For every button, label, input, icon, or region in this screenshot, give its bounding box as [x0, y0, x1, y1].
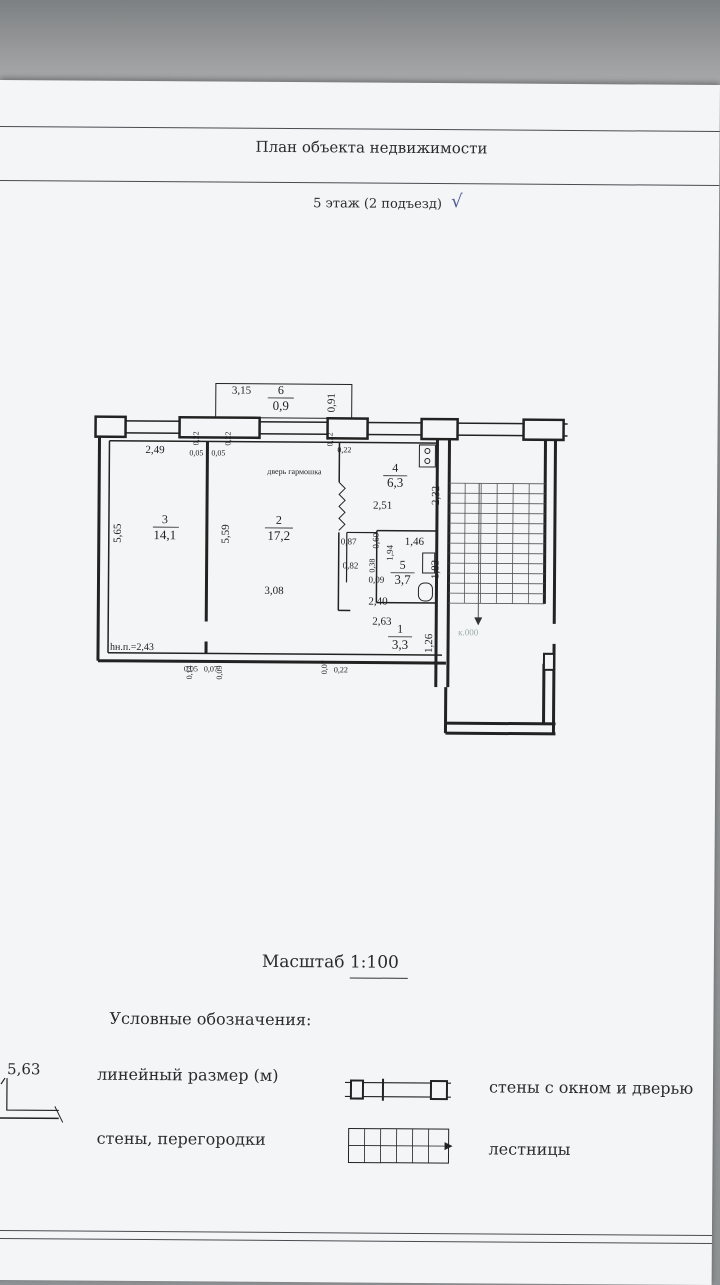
room-1-number: 1	[397, 622, 403, 636]
document-sheet: План объекта недвижимости 5 этаж (2 подъ…	[0, 80, 720, 1285]
dim-room5-bottom: 2,40	[368, 596, 388, 608]
door-note: дверь гармошка	[267, 467, 322, 476]
dim-005-left: 0,05	[189, 448, 203, 457]
dim-014: 0,14	[185, 665, 194, 679]
dim-room2-bottom: 3,08	[264, 585, 284, 597]
footer-rule-second	[0, 1238, 712, 1244]
room-2-area: 17,2	[267, 528, 290, 543]
ceiling-height: hн.п.=2,43	[110, 642, 154, 653]
dim-022-b: 0,22	[223, 432, 232, 446]
dim-room5-width: 1,46	[405, 536, 425, 548]
scale-underline	[350, 977, 408, 978]
room-6-area: 0,9	[273, 398, 289, 413]
dim-007-b: 0,07	[320, 660, 329, 674]
dim-082: 0,82	[343, 560, 359, 570]
dim-022-c: 0,22	[325, 432, 334, 446]
room-3-number: 3	[162, 512, 168, 526]
room-1-area: 3,3	[392, 637, 408, 652]
legend-label-walls: стены, перегородки	[97, 1129, 266, 1149]
dim-room4-width: 2,51	[373, 500, 392, 512]
stamp-text: к.000	[458, 627, 479, 637]
dim-room3-side: 5,65	[112, 523, 124, 543]
dim-room2-side: 5,59	[220, 524, 232, 544]
dim-room3-top: 2,49	[145, 444, 165, 456]
room-2-number: 2	[276, 513, 282, 527]
dim-087: 0,87	[341, 536, 357, 546]
room-4-number: 4	[392, 461, 398, 475]
room-3-area: 14,1	[153, 527, 176, 542]
room-5-area: 3,7	[394, 572, 411, 587]
dim-060: 0,60	[371, 532, 381, 548]
dim-022-d: 0,22	[337, 445, 351, 454]
room-4-area: 6,3	[387, 475, 403, 490]
dim-009: 0,09	[368, 575, 384, 585]
dim-022-a: 0,22	[191, 431, 200, 445]
dim-022-e: 0,22	[334, 665, 348, 674]
dim-005-right: 0,05	[211, 448, 225, 457]
room-6-number: 6	[278, 383, 284, 397]
footer-rule	[0, 1230, 712, 1236]
dim-009-bottom: 0,09	[215, 666, 224, 680]
table-background	[0, 0, 720, 90]
legend-label-walls-window-door: стены с окном и дверью	[489, 1077, 693, 1097]
dim-room5-side: 1,83	[430, 559, 442, 579]
dim-room4-side: 2,32	[430, 486, 442, 505]
legend-label-stairs: лестницы	[488, 1139, 570, 1159]
room-5-number: 5	[400, 558, 406, 572]
scale-label: Масштаб 1:100	[262, 952, 399, 973]
dim-room1-side: 1,26	[423, 633, 435, 653]
dim-038: 0,38	[368, 559, 377, 573]
dim-room5-small: 1,94	[385, 544, 395, 560]
dim-balcony-width: 0,91	[326, 393, 338, 412]
dim-room1-width: 2,63	[372, 616, 392, 628]
floor-plan: 3 14,1 2 17,2 4 6,3 5 3,7 1 3,3 6 0,9 3,…	[0, 80, 720, 805]
legend-title: Условные обозначения:	[109, 1009, 311, 1029]
dim-balcony-length: 3,15	[232, 385, 252, 397]
